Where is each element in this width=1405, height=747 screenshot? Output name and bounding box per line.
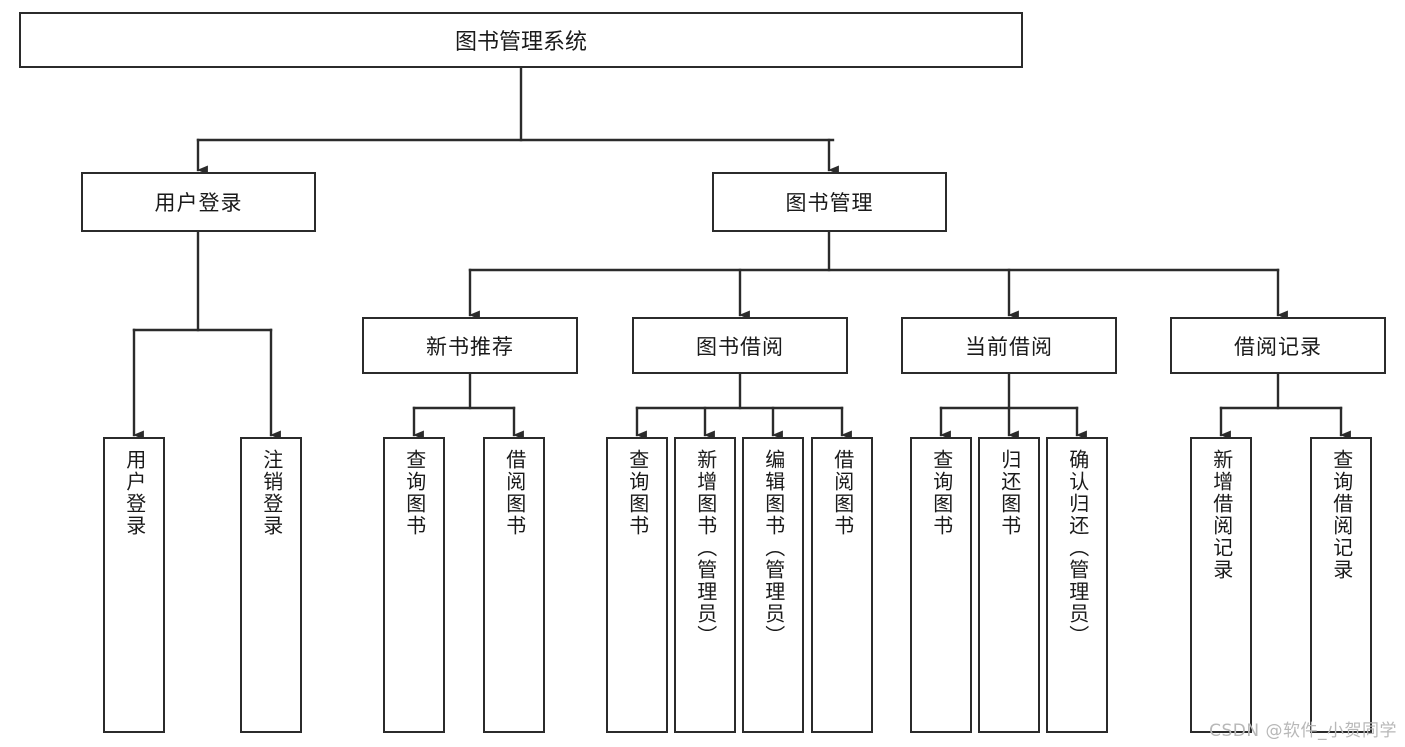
leaf-label: 注销登录	[259, 449, 284, 537]
leaf-label: 用户登录	[122, 449, 147, 537]
node-user-login[interactable]: 用户登录	[81, 172, 316, 232]
leaf-borrow-add-book-admin[interactable]: 新增图书（管理员）	[674, 437, 736, 733]
leaf-records-add-record[interactable]: 新增借阅记录	[1190, 437, 1252, 733]
node-book-management[interactable]: 图书管理	[712, 172, 947, 232]
node-book-borrow-label: 图书借阅	[696, 334, 784, 359]
leaf-label: 归还图书	[997, 449, 1022, 537]
leaf-label: 查询借阅记录	[1329, 449, 1354, 581]
leaf-login-user-login[interactable]: 用户登录	[103, 437, 165, 733]
watermark: CSDN @软件_小贺同学	[1209, 721, 1397, 741]
node-root-label: 图书管理系统	[454, 30, 587, 55]
node-book-borrow[interactable]: 图书借阅	[632, 317, 848, 374]
leaf-records-query-record[interactable]: 查询借阅记录	[1310, 437, 1372, 733]
leaf-label: 查询图书	[625, 449, 650, 537]
leaf-borrow-query-book[interactable]: 查询图书	[606, 437, 668, 733]
leaf-label: 新增借阅记录	[1209, 449, 1234, 581]
leaf-current-query-book[interactable]: 查询图书	[910, 437, 972, 733]
node-new-book-recommend[interactable]: 新书推荐	[362, 317, 578, 374]
leaf-label: 查询图书	[402, 449, 427, 537]
node-current-borrow[interactable]: 当前借阅	[901, 317, 1117, 374]
node-current-borrow-label: 当前借阅	[965, 334, 1053, 359]
leaf-newbook-query-book[interactable]: 查询图书	[383, 437, 445, 733]
leaf-current-confirm-return-admin[interactable]: 确认归还（管理员）	[1046, 437, 1108, 733]
leaf-current-return-book[interactable]: 归还图书	[978, 437, 1040, 733]
leaf-label: 借阅图书	[830, 449, 855, 537]
leaf-label: 编辑图书（管理员）	[761, 449, 786, 647]
leaf-label: 查询图书	[929, 449, 954, 537]
leaf-newbook-borrow-book[interactable]: 借阅图书	[483, 437, 545, 733]
leaf-borrow-borrow-book[interactable]: 借阅图书	[811, 437, 873, 733]
node-root[interactable]: 图书管理系统	[19, 12, 1023, 68]
node-user-login-label: 用户登录	[154, 191, 243, 215]
node-new-book-recommend-label: 新书推荐	[426, 334, 514, 359]
node-borrow-records-label: 借阅记录	[1234, 334, 1322, 359]
leaf-label: 确认归还（管理员）	[1065, 449, 1090, 647]
leaf-login-logout[interactable]: 注销登录	[240, 437, 302, 733]
leaf-borrow-edit-book-admin[interactable]: 编辑图书（管理员）	[742, 437, 804, 733]
node-book-management-label: 图书管理	[785, 191, 874, 215]
leaf-label: 新增图书（管理员）	[693, 449, 718, 647]
node-borrow-records[interactable]: 借阅记录	[1170, 317, 1386, 374]
leaf-label: 借阅图书	[502, 449, 527, 537]
